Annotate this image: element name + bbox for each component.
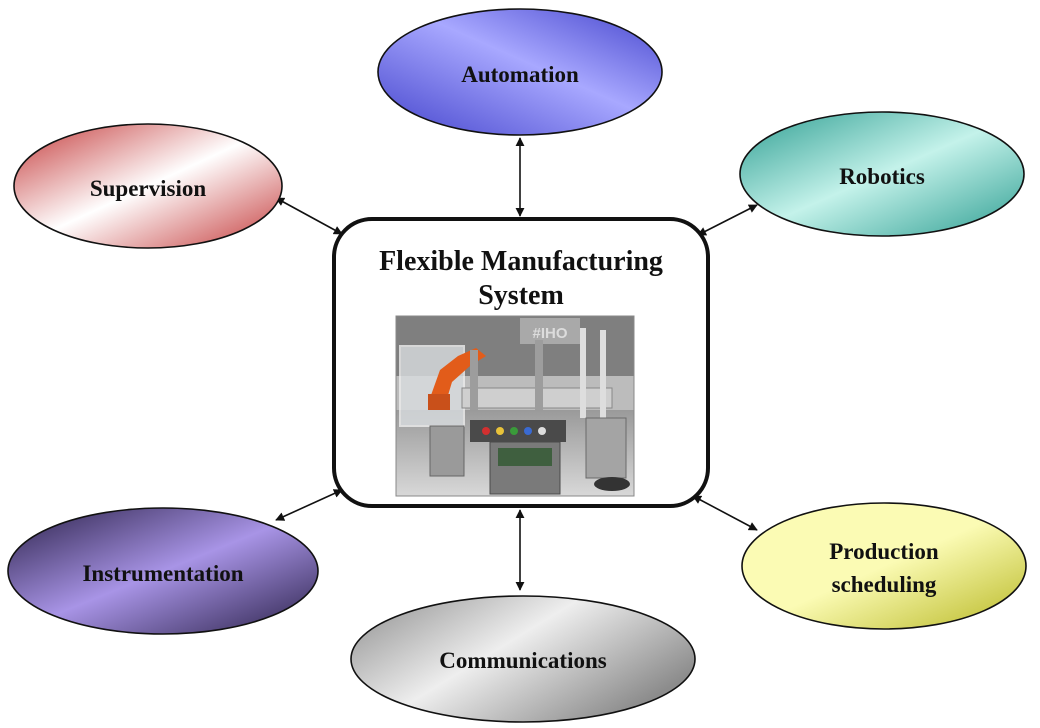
arrow-robotics (697, 204, 758, 236)
node-robotics-label: Robotics (839, 164, 925, 189)
node-instrumentation-label: Instrumentation (82, 561, 243, 586)
node-robotics: Robotics (739, 111, 1025, 237)
fms-photo: #IHO (396, 316, 634, 496)
fms-photo-frame (395, 315, 635, 497)
center-title-line1: Flexible Manufacturing (379, 246, 663, 277)
node-robotics-shape (739, 111, 1025, 237)
arrow-production (692, 495, 758, 531)
node-supervision-label: Supervision (90, 176, 207, 201)
center-box: Flexible Manufacturing System #IHO (332, 217, 710, 508)
photo-wall-sign: #IHO (532, 325, 567, 342)
node-production-label-line1: Production (829, 539, 939, 564)
node-supervision-shape (13, 123, 283, 249)
node-instrumentation-shape (7, 507, 319, 635)
arrow-supervision (275, 197, 343, 235)
node-supervision: Supervision (13, 123, 283, 249)
node-automation-shape (377, 8, 663, 136)
node-instrumentation: Instrumentation (7, 507, 319, 635)
node-communications: Communications (350, 595, 696, 723)
node-production-label-line2: scheduling (832, 572, 937, 597)
center-title-line2: System (478, 280, 564, 311)
node-production-scheduling: Production scheduling (741, 502, 1027, 630)
node-communications-label: Communications (439, 648, 606, 673)
node-automation: Automation (377, 8, 663, 136)
node-automation-label: Automation (461, 62, 579, 87)
node-communications-shape (350, 595, 696, 723)
arrow-instrumentation (275, 489, 343, 521)
connectors (275, 137, 758, 591)
node-production-shape (741, 502, 1027, 630)
